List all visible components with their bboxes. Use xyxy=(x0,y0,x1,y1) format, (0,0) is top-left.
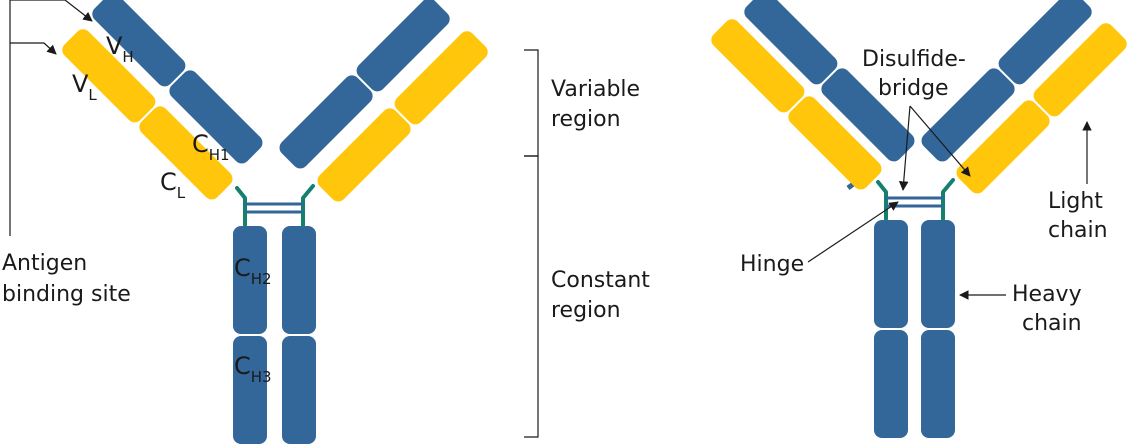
left-hinge-connector-right xyxy=(301,184,315,227)
right-arm-left-light xyxy=(711,19,882,190)
right-left-vl-domain xyxy=(711,19,805,113)
right-hinge-connector-right xyxy=(941,178,955,221)
variable-region-bracket xyxy=(524,49,539,157)
ch1-label: CH1 xyxy=(192,130,230,164)
left-right-cl-domain xyxy=(317,108,411,202)
right-hinge-connector-left xyxy=(876,180,888,221)
ch2-label: CH2 xyxy=(234,254,272,288)
disulfide-pointer-b xyxy=(909,105,971,177)
left-right-ch1-domain xyxy=(279,75,373,169)
left-hinge-connector-left xyxy=(235,186,247,227)
right-arm-left-heavy xyxy=(744,0,915,162)
right-left-cl-domain xyxy=(788,96,882,190)
left-ch1-domain xyxy=(169,70,263,164)
left-arm-right xyxy=(279,0,450,169)
variable-region-label: Variable region xyxy=(551,77,647,132)
right-antibody: Disulfide- bridge Hinge Light chain Heav… xyxy=(711,0,1127,438)
left-ch2-right xyxy=(282,226,316,334)
left-arm-right-light xyxy=(317,31,488,202)
antigen-pointer-arrow-top xyxy=(10,0,93,22)
hinge-label: Hinge xyxy=(740,252,804,277)
left-ch3-left xyxy=(233,336,267,444)
left-arm-left xyxy=(92,0,263,164)
left-vh-domain xyxy=(92,0,186,87)
left-ch2-left xyxy=(233,226,267,334)
left-antibody: VH VL CH1 CL CH2 CH3 Antigen binding sit… xyxy=(2,0,657,444)
right-stem-left-upper xyxy=(874,220,908,328)
right-right-cl-domain xyxy=(956,100,1050,194)
constant-region-label: Constant region xyxy=(551,268,657,323)
right-left-ch1-domain xyxy=(821,68,915,162)
hinge-pointer xyxy=(807,201,899,263)
left-arm-light xyxy=(62,29,233,200)
antigen-pointer-arrow-bottom xyxy=(10,42,57,55)
left-right-vl-domain xyxy=(394,31,488,125)
right-right-ch1-domain xyxy=(921,68,1015,162)
right-arm-right-light xyxy=(956,23,1127,194)
ch3-label: CH3 xyxy=(234,352,272,386)
right-right-vl-domain xyxy=(1033,23,1127,117)
antigen-binding-site-label: Antigen binding site xyxy=(2,251,131,307)
left-cl-domain xyxy=(139,106,233,200)
left-vl-domain xyxy=(62,29,156,123)
cl-label: CL xyxy=(160,168,186,202)
disulfide-pointer-a xyxy=(898,105,911,191)
vl-label: VL xyxy=(72,70,97,104)
right-arm-right-heavy xyxy=(921,0,1092,162)
right-right-vh-domain xyxy=(998,0,1092,85)
light-chain-label: Light chain xyxy=(1048,189,1110,243)
right-stem-left-lower xyxy=(874,330,908,438)
left-ch3-right xyxy=(282,336,316,444)
right-stem-right-lower xyxy=(921,330,955,438)
constant-region-bracket xyxy=(524,155,539,438)
heavy-chain-label: Heavy chain xyxy=(1012,282,1089,336)
left-right-vh-domain xyxy=(356,0,450,92)
right-stem-right-upper xyxy=(921,220,955,328)
disulfide-bridge-label: Disulfide- bridge xyxy=(862,47,973,101)
vh-label: VH xyxy=(106,32,134,66)
right-left-vh-domain xyxy=(744,0,838,85)
